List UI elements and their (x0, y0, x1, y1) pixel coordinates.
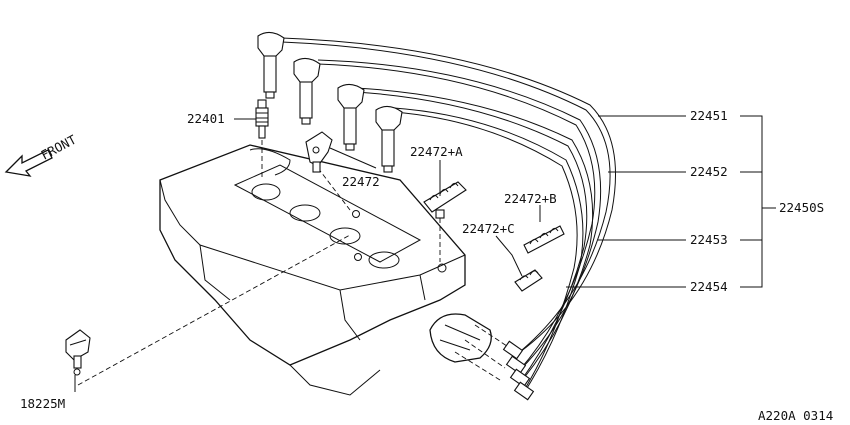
label-22451: 22451 (690, 108, 728, 123)
front-arrow-icon (4, 149, 53, 177)
plug-boot-1 (257, 31, 285, 99)
distributor (429, 313, 492, 363)
label-18225m: 18225M (20, 396, 65, 411)
label-22450s: 22450S (779, 200, 824, 215)
label-22454: 22454 (690, 279, 728, 294)
plug-boot-3 (337, 83, 365, 151)
label-22452: 22452 (690, 164, 728, 179)
leader-lines (74, 115, 776, 392)
spark-plug-wires (281, 37, 617, 401)
label-22472-c: 22472+C (462, 221, 515, 236)
label-22472-a: 22472+A (410, 144, 463, 159)
plug-boot-2 (293, 57, 321, 125)
cylinder-head (159, 144, 466, 396)
label-front: FRONT (38, 132, 79, 163)
wire-clamp-c (514, 269, 543, 292)
figure-reference: A220A 0314 (758, 408, 833, 423)
label-22401: 22401 (187, 111, 225, 126)
label-22453: 22453 (690, 232, 728, 247)
sensor-bracket (65, 329, 91, 376)
label-22472: 22472 (342, 174, 380, 189)
wire-clamp (305, 131, 333, 173)
dashed-leaders (77, 140, 511, 386)
spark-plug (255, 99, 269, 139)
wire-clamp-a (423, 181, 467, 219)
wire-clamp-b (523, 225, 565, 254)
label-22472-b: 22472+B (504, 191, 557, 206)
plug-boot-4 (375, 105, 403, 173)
